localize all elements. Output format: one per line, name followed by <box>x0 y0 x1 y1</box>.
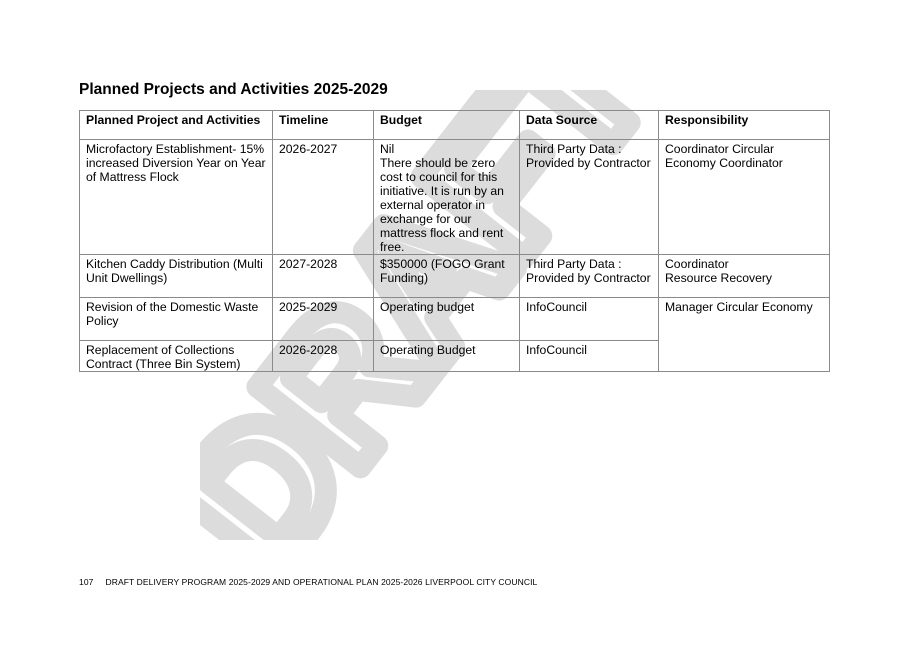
table-row: Kitchen Caddy Distribution (Multi Unit D… <box>79 254 830 298</box>
data-source-cell: Third Party Data : Provided by Contracto… <box>519 254 659 298</box>
page-title: Planned Projects and Activities 2025-202… <box>79 81 388 98</box>
header-responsibility: Responsibility <box>658 110 830 140</box>
budget-cell: Nil There should be zero cost to council… <box>373 139 520 255</box>
page-footer: 107 DRAFT DELIVERY PROGRAM 2025-2029 AND … <box>79 577 537 587</box>
header-data-source: Data Source <box>519 110 659 140</box>
table-header-row: Planned Project and Activities Timeline … <box>79 110 830 140</box>
project-cell: Replacement of Collections Contract (Thr… <box>79 340 273 372</box>
table-row: Microfactory Establishment- 15% increase… <box>79 139 830 255</box>
table-row: Replacement of Collections Contract (Thr… <box>79 340 830 372</box>
budget-cell: Operating Budget <box>373 340 520 372</box>
timeline-cell: 2026-2027 <box>272 139 374 255</box>
responsibility-cell: Coordinator Circular Economy Coordinator <box>658 139 830 255</box>
footer-text: DRAFT DELIVERY PROGRAM 2025-2029 AND OPE… <box>105 577 538 587</box>
header-project: Planned Project and Activities <box>79 110 273 140</box>
header-budget: Budget <box>373 110 520 140</box>
planned-projects-table: Planned Project and Activities Timeline … <box>79 110 830 372</box>
budget-cell: $350000 (FOGO Grant Funding) <box>373 254 520 298</box>
timeline-cell: 2026-2028 <box>272 340 374 372</box>
data-source-cell: InfoCouncil <box>519 297 659 341</box>
timeline-cell: 2025-2029 <box>272 297 374 341</box>
project-cell: Kitchen Caddy Distribution (Multi Unit D… <box>79 254 273 298</box>
responsibility-cell: Manager Circular Economy <box>658 297 830 372</box>
timeline-cell: 2027-2028 <box>272 254 374 298</box>
data-source-cell: Third Party Data : Provided by Contracto… <box>519 139 659 255</box>
page-number: 107 <box>79 577 94 587</box>
responsibility-cell: Coordinator Resource Recovery <box>658 254 830 298</box>
data-source-cell: InfoCouncil <box>519 340 659 372</box>
budget-cell: Operating budget <box>373 297 520 341</box>
header-timeline: Timeline <box>272 110 374 140</box>
table-row: Revision of the Domestic Waste Policy 20… <box>79 297 830 372</box>
project-cell: Microfactory Establishment- 15% increase… <box>79 139 273 255</box>
project-cell: Revision of the Domestic Waste Policy <box>79 297 273 341</box>
